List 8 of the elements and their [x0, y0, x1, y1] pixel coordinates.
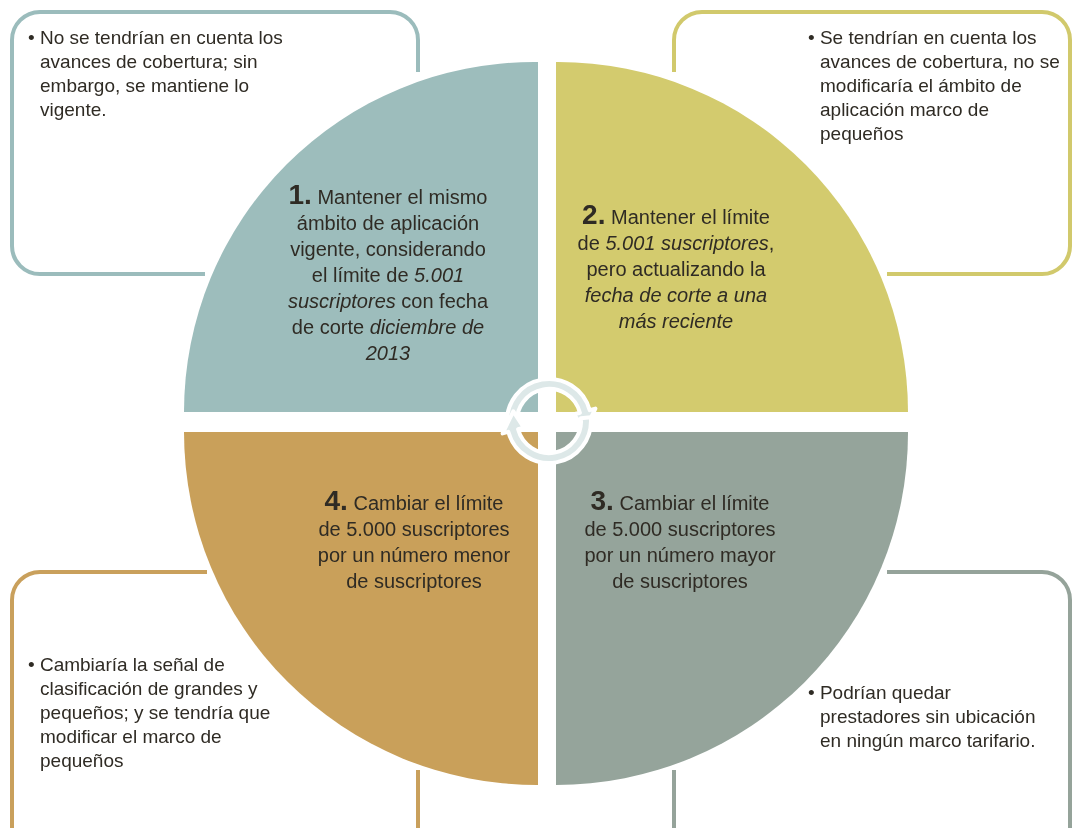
option-text: 4. Cambiar el límite de 5.000 suscriptores por un número menor de suscriptores — [316, 488, 512, 594]
option-text: 3. Cambiar el límite de 5.000 suscriptores por un número mayor de suscriptores — [583, 488, 777, 594]
bullet-text: • Se tendrían en cuenta los avances de cobertura, no se modificaría el ámbito de aplicación marco de pequeños — [808, 26, 1064, 146]
bullet-text: • Podrían quedar prestadores sin ubicación en ningún marco tarifario. — [808, 681, 1044, 753]
option-text: 1. Mantener el mismo ámbito de aplicación vigente, considerando el límite de 5.001 suscriptores con fecha de corte diciembre de 2013 — [286, 182, 490, 366]
bullet-text: • Cambiaría la señal de clasificación de grandes y pequeños; y se tendría que modificar el marco de pequeños — [28, 653, 276, 773]
option-text: 2. Mantener el límite de 5.001 suscriptores, pero actualizando la fecha de corte a una más reciente — [576, 202, 776, 334]
bullet-text: • No se tendrían en cuenta los avances de cobertura; sin embargo, se mantiene lo vigente. — [28, 26, 290, 122]
